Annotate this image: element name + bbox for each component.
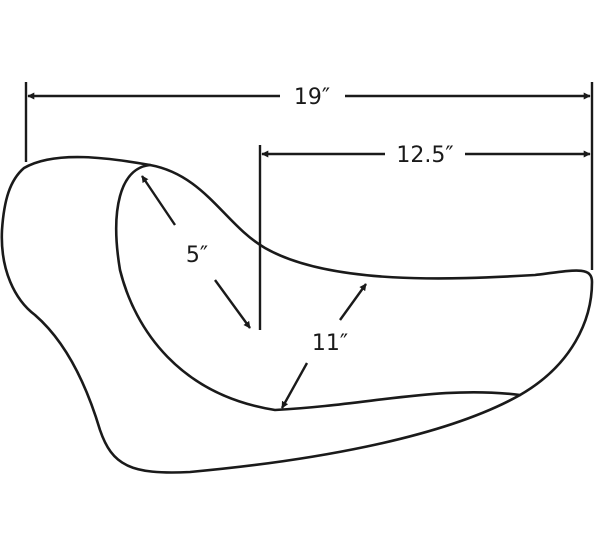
- seat-width-lower-arrow: [280, 362, 309, 409]
- seat-pocket-outline: [114, 163, 522, 412]
- rear-length-label: 12.5″: [396, 143, 453, 168]
- overall-length-label: 19″: [294, 85, 330, 110]
- seat-width-label: 11″: [312, 331, 348, 356]
- back-height-lower-arrow: [214, 279, 251, 329]
- seat-width-upper-arrow: [339, 283, 367, 321]
- back-height-label: 5″: [186, 243, 208, 268]
- back-height-upper-arrow: [141, 175, 176, 226]
- seat-outline: [0, 155, 594, 474]
